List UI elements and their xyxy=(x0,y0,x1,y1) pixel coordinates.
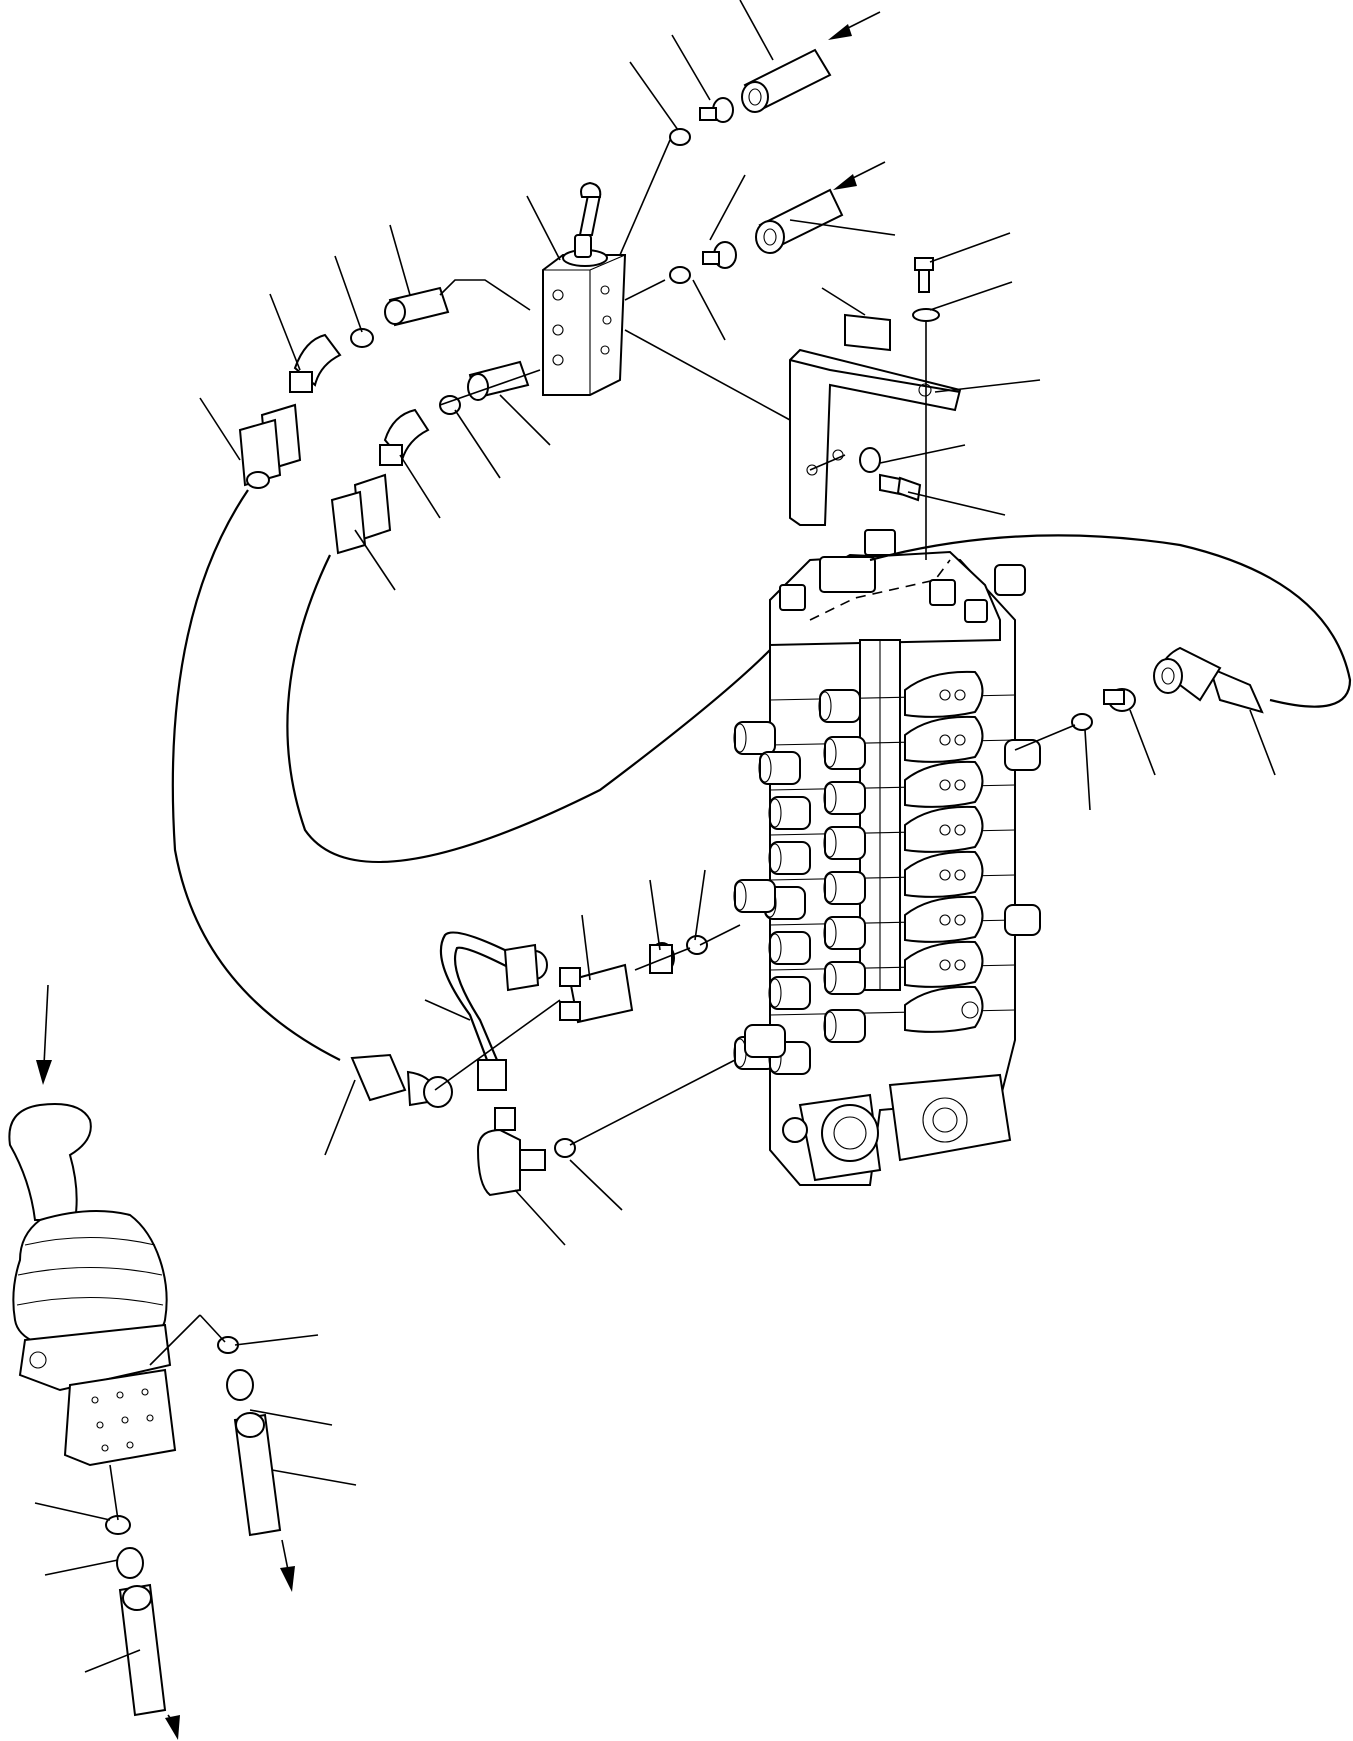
valve-spool-ports xyxy=(733,689,866,1075)
mounting-bracket xyxy=(789,257,962,526)
connection-lines xyxy=(109,139,1076,1521)
fittings xyxy=(105,48,1264,1717)
pilot-control-lever xyxy=(8,1103,177,1467)
valve-side-plates xyxy=(904,670,984,1033)
flow-arrows xyxy=(36,11,886,1740)
selector-valve xyxy=(542,181,627,396)
control-valve-stack xyxy=(733,529,1041,1186)
hoses xyxy=(171,489,1352,1061)
leader-lines xyxy=(34,0,1276,1673)
